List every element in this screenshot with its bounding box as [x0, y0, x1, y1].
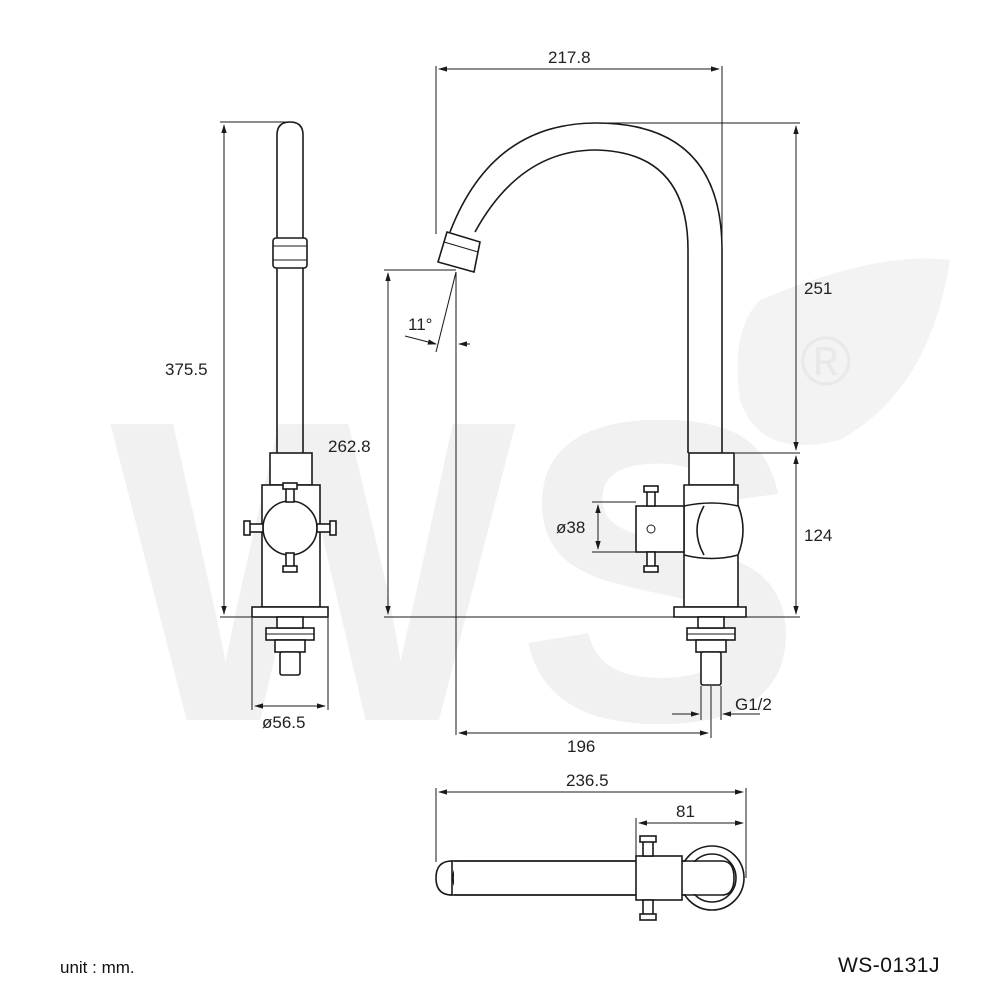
label-top-body-length: 81: [676, 802, 695, 821]
front-view: [436, 122, 747, 686]
dimension-spout-height: 251: [600, 122, 832, 454]
top-view: [435, 835, 745, 921]
model-code: WS-0131J: [837, 954, 940, 977]
label-outlet-offset: 196: [567, 737, 595, 756]
dimension-base-diameter: ø56.5: [251, 618, 329, 732]
dimension-total-height: 375.5: [165, 121, 288, 618]
dimension-spout-reach: 217.8: [435, 48, 723, 250]
unit-label: unit : mm.: [60, 958, 135, 977]
dimension-handle-diameter: ø38: [556, 501, 636, 553]
label-total-height: 375.5: [165, 360, 208, 379]
dimension-thread: G1/2: [672, 686, 772, 720]
dimension-spout-angle: 11°: [404, 271, 470, 735]
label-handle-diameter: ø38: [556, 518, 585, 537]
label-spout-height: 251: [804, 279, 832, 298]
dimension-top-total-length: 236.5: [435, 771, 747, 878]
label-spout-angle: 11°: [408, 315, 432, 334]
watermark-registered-mark: ®: [800, 322, 852, 400]
watermark-leaf: [737, 258, 950, 445]
label-top-total-length: 236.5: [566, 771, 609, 790]
dimension-body-height: 124: [746, 455, 832, 618]
dimension-outlet-offset: 196: [458, 686, 712, 756]
side-view: [243, 121, 337, 676]
label-outlet-height: 262.8: [328, 437, 371, 456]
label-spout-reach: 217.8: [548, 48, 591, 67]
dimension-top-body-length: 81: [635, 802, 744, 856]
dimension-outlet-height: 262.8: [328, 269, 674, 618]
label-base-diameter: ø56.5: [262, 713, 305, 732]
label-thread: G1/2: [735, 695, 772, 714]
label-body-height: 124: [804, 526, 832, 545]
